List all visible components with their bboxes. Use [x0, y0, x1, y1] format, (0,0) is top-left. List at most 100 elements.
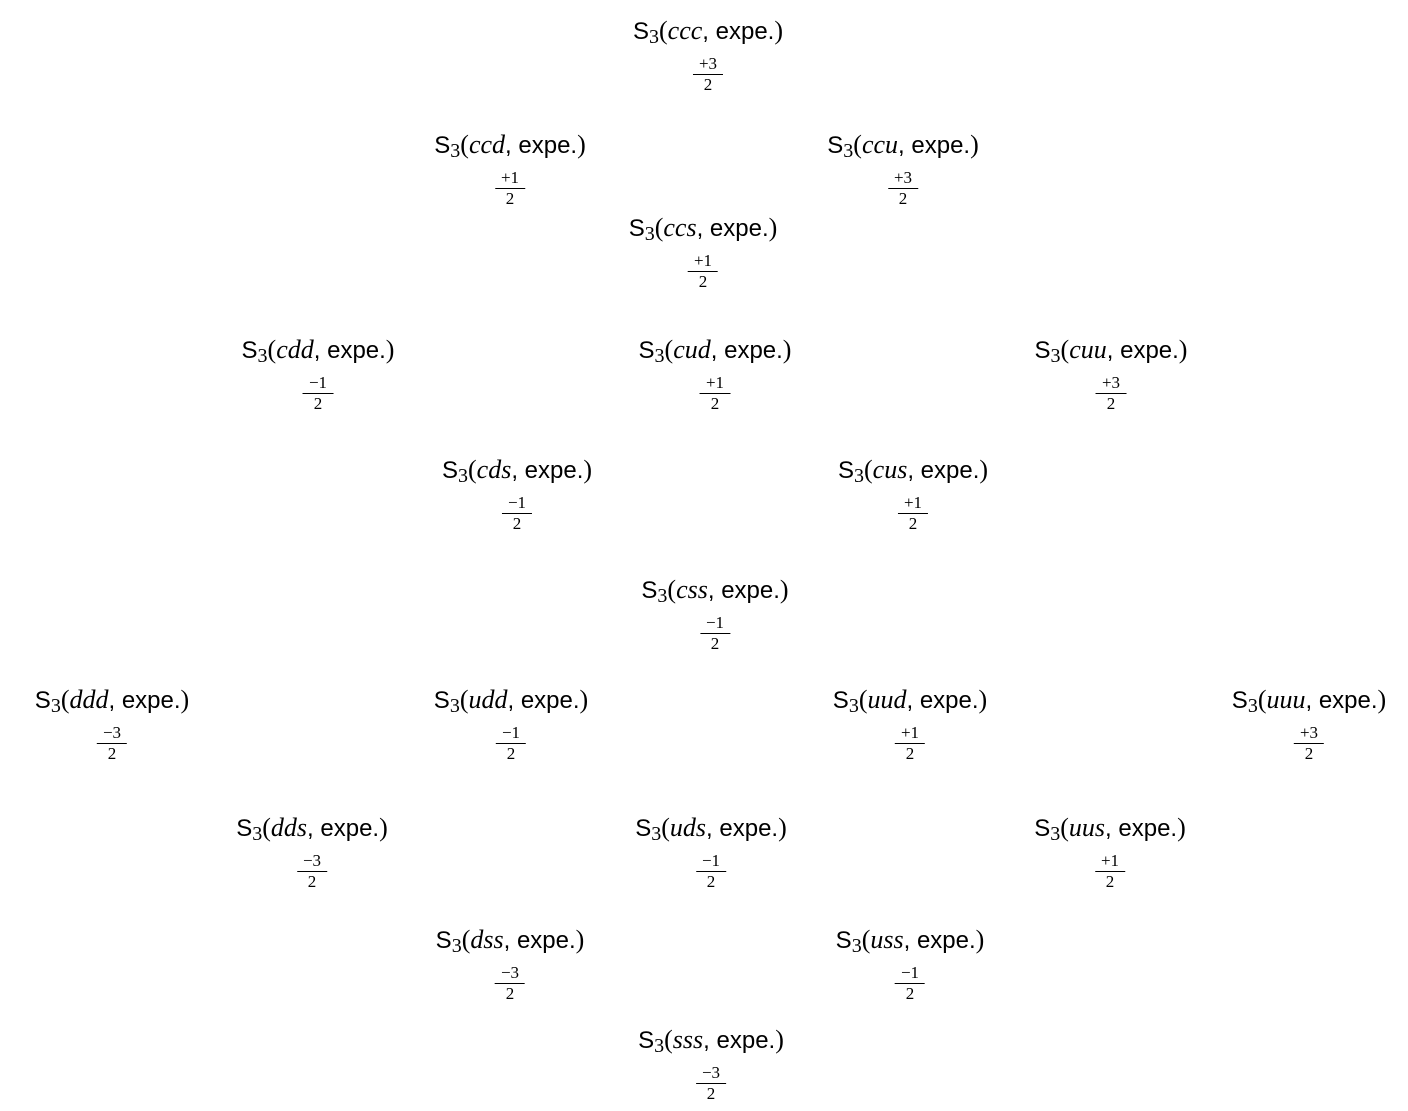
- close-paren: ): [1178, 335, 1188, 364]
- open-paren: (: [267, 335, 277, 364]
- open-paren: (: [467, 455, 477, 484]
- node-label: S3(uud, expe.): [832, 685, 987, 718]
- close-paren: ): [768, 213, 778, 242]
- flavor: cuu: [1069, 335, 1107, 364]
- denominator: 2: [506, 744, 516, 763]
- symbol: S: [641, 577, 658, 604]
- subscript: 3: [848, 695, 859, 717]
- subscript: 3: [257, 345, 268, 367]
- node-label: S3(ccs, expe.): [628, 213, 778, 246]
- symbol: S: [837, 457, 854, 484]
- symbol: S: [435, 927, 452, 954]
- close-paren: ): [774, 16, 784, 45]
- node-label: S3(sss, expe.): [638, 1025, 784, 1058]
- flavor: uud: [867, 685, 907, 714]
- numerator: +1: [894, 724, 926, 744]
- subscript: 3: [651, 823, 662, 845]
- subscript: 3: [649, 26, 659, 48]
- suffix: , expe.: [503, 927, 576, 954]
- flavor: uuu: [1266, 685, 1306, 714]
- numerator: +3: [1293, 724, 1325, 744]
- suffix: , expe.: [1106, 337, 1179, 364]
- flavor: ccs: [663, 213, 697, 242]
- subscript: 3: [451, 935, 462, 957]
- numerator: −1: [699, 614, 731, 634]
- suffix: , expe.: [307, 815, 380, 842]
- node-label: S3(udd, expe.): [434, 686, 588, 718]
- symbol: S: [441, 457, 458, 484]
- denominator: 2: [710, 634, 720, 653]
- numerator: +3: [692, 55, 724, 75]
- flavor: ccc: [667, 16, 703, 45]
- suffix: , expe.: [313, 337, 386, 364]
- numerator: +1: [1094, 852, 1126, 872]
- flavor: ccu: [861, 130, 899, 159]
- node-label: S3(ddd, expe.): [34, 685, 189, 718]
- denominator: 2: [710, 394, 720, 413]
- flavor: sss: [672, 1025, 704, 1054]
- subscript: 3: [654, 1035, 665, 1057]
- close-paren: ): [775, 1025, 784, 1054]
- flavor: ddd: [69, 685, 109, 714]
- symbol: S: [832, 687, 849, 714]
- denominator: 2: [1106, 394, 1116, 413]
- denominator: 2: [307, 872, 317, 891]
- flavor: cud: [673, 335, 711, 364]
- symbol: S: [632, 18, 649, 45]
- symbol: S: [628, 215, 645, 242]
- numerator: −1: [302, 374, 334, 394]
- open-paren: (: [664, 1025, 673, 1054]
- open-paren: (: [461, 925, 471, 954]
- numerator: −1: [894, 964, 926, 984]
- subscript: 3: [1247, 695, 1258, 717]
- suffix: , expe.: [1305, 687, 1378, 714]
- open-paren: (: [659, 16, 668, 45]
- flavor: ccd: [468, 130, 506, 159]
- open-paren: (: [654, 213, 664, 242]
- flavor: css: [676, 575, 708, 604]
- node-label: S3(ccc, expe.): [632, 16, 784, 49]
- suffix: , expe.: [507, 687, 580, 714]
- flavor: uds: [669, 813, 707, 842]
- node-label: S3(uds, expe.): [635, 813, 787, 846]
- numerator: −3: [695, 1064, 727, 1084]
- node-label: S3(uuu, expe.): [1231, 685, 1386, 718]
- open-paren: (: [667, 575, 677, 604]
- symbol: S: [34, 687, 51, 714]
- denominator: 2: [313, 394, 323, 413]
- close-paren: ): [577, 130, 586, 159]
- denominator: 2: [905, 984, 915, 1003]
- numerator: −1: [501, 494, 533, 514]
- open-paren: (: [60, 685, 70, 714]
- symbol: S: [1231, 687, 1248, 714]
- numerator: +3: [887, 169, 919, 189]
- subscript: 3: [50, 695, 61, 717]
- close-paren: ): [583, 455, 593, 484]
- numerator: +1: [687, 252, 719, 272]
- suffix: , expe.: [696, 215, 769, 242]
- subscript: 3: [644, 223, 655, 245]
- numerator: −3: [296, 852, 328, 872]
- symbol: S: [827, 132, 844, 159]
- flavor: dds: [270, 813, 308, 842]
- close-paren: ): [779, 575, 789, 604]
- node-label: S3(cud, expe.): [639, 335, 792, 368]
- flavor: uss: [870, 925, 904, 954]
- close-paren: ): [782, 335, 792, 364]
- node-label: S3(cdd, expe.): [242, 335, 395, 368]
- denominator: 2: [1304, 744, 1314, 763]
